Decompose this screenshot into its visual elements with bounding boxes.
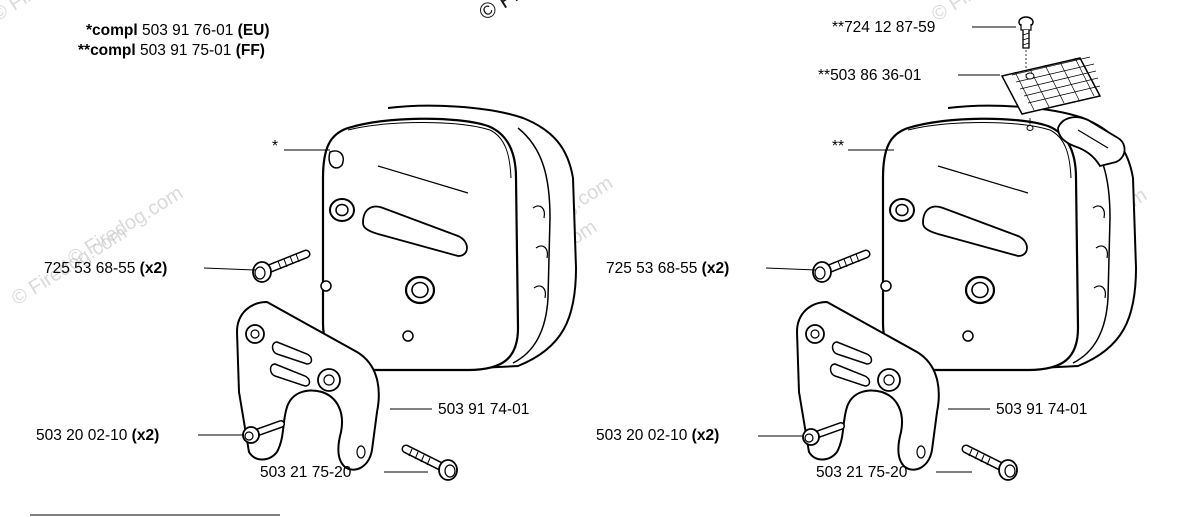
left-bolt-label: 503 21 75-20 (260, 464, 352, 481)
left-long-bolt (406, 449, 457, 480)
right-screen-label: **503 86 36-01 (818, 67, 922, 84)
compl-number-eu: 503 91 76-01 (142, 22, 234, 39)
right-screw-leader (765, 267, 817, 271)
left-screw-leader (203, 267, 257, 271)
right-small-bolt-qty: (x2) (691, 427, 720, 444)
right-handle (1057, 116, 1126, 168)
right-small-bolt-number: 503 20 02-10 (596, 427, 688, 444)
compl-number-ff: 503 91 75-01 (140, 42, 232, 59)
header-line-eu: *compl 503 91 76-01 (EU) (86, 22, 270, 40)
compl-suffix-ff: (FF) (235, 42, 265, 59)
left-small-bolt-number: 503 20 02-10 (36, 427, 128, 444)
header-line-ff: **compl 503 91 75-01 (FF) (78, 42, 265, 60)
right-bolt-label: 503 21 75-20 (816, 464, 908, 481)
compl-suffix-eu: (EU) (237, 22, 270, 39)
left-screw-label: 725 53 68-55 (x2) (44, 260, 167, 278)
right-screen-hole (1026, 125, 1034, 131)
left-marker-nub (328, 150, 344, 169)
left-small-bolt-qty: (x2) (131, 427, 160, 444)
left-small-bolt-label: 503 20 02-10 (x2) (36, 427, 159, 445)
compl-prefix-eu: *compl (86, 22, 138, 39)
left-muffler (319, 104, 578, 372)
right-bracket-label: 503 91 74-01 (996, 401, 1088, 418)
left-marker-label: * (272, 138, 279, 155)
left-screw-number: 725 53 68-55 (44, 260, 136, 277)
right-small-bolt-label: 503 20 02-10 (x2) (596, 427, 719, 445)
right-screw-qty: (x2) (701, 260, 730, 277)
right-screw (813, 254, 866, 282)
left-bracket-label: 503 91 74-01 (438, 401, 530, 418)
right-screw-number: 725 53 68-55 (606, 260, 698, 277)
right-top-screw-label: **724 12 87-59 (832, 19, 936, 36)
compl-prefix-ff: **compl (78, 42, 136, 59)
left-screw-qty: (x2) (139, 260, 168, 277)
right-top-screw (1018, 16, 1034, 49)
right-long-bolt (966, 449, 1017, 480)
right-screw-label: 725 53 68-55 (x2) (606, 260, 729, 278)
right-marker-label: ** (832, 138, 845, 155)
left-screw (253, 254, 306, 282)
right-spark-screen (1000, 56, 1102, 115)
right-handle-slot (1077, 129, 1109, 149)
